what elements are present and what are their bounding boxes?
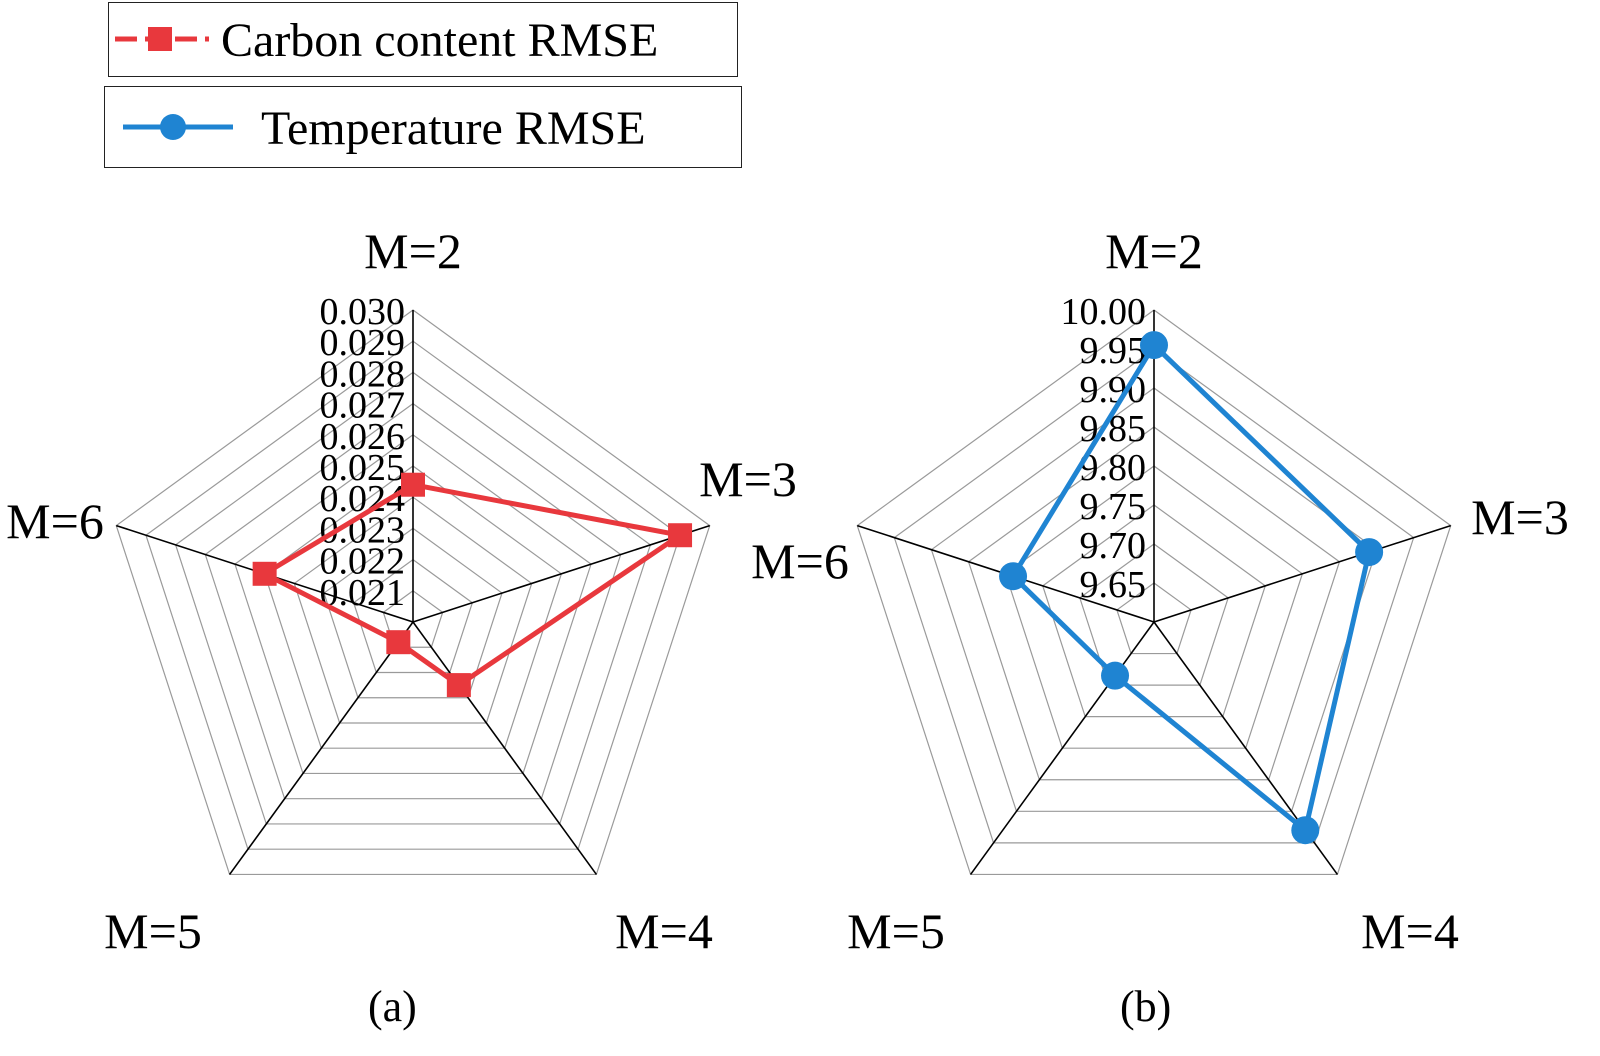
carbon-legend-swatch <box>115 27 209 51</box>
temperature-legend-label: Temperature RMSE <box>261 102 646 155</box>
carbon-legend-square-marker <box>148 27 172 51</box>
grid-ring <box>352 558 474 674</box>
data-point-circle <box>1140 331 1168 360</box>
axis-spoke <box>412 524 710 623</box>
tick-label: 0.030 <box>320 291 406 333</box>
axis-label: M=3 <box>1471 489 1569 545</box>
tick-label: 0.029 <box>320 322 406 364</box>
data-point-square <box>386 630 411 655</box>
tick-label: 0.025 <box>320 447 406 489</box>
axis-label: M=5 <box>847 903 945 959</box>
tick-label: 0.026 <box>320 416 406 458</box>
tick-label: 9.65 <box>1080 564 1147 606</box>
data-point-square <box>446 673 471 698</box>
tick-label: 9.75 <box>1080 486 1147 528</box>
data-point-circle <box>1101 661 1130 690</box>
axis-label: M=6 <box>6 493 104 549</box>
grid-ring <box>1116 582 1192 655</box>
grid-ring <box>263 465 563 749</box>
tick-label: 9.80 <box>1080 447 1147 489</box>
temperature-legend-swatch <box>123 114 233 140</box>
axis-spoke <box>1153 524 1451 623</box>
grid-ring <box>234 434 592 775</box>
axis-label: M=3 <box>699 451 797 507</box>
tick-label: 9.95 <box>1080 330 1147 372</box>
data-point-square <box>668 523 693 548</box>
axis-label: M=4 <box>615 903 713 959</box>
radar-chart-a: 0.0300.0290.0280.0270.0260.0250.0240.023… <box>6 223 797 959</box>
axis-spoke <box>412 621 598 875</box>
grid-ring <box>204 402 622 800</box>
series-line <box>262 482 683 688</box>
grid-ring <box>382 590 444 648</box>
axis-spoke <box>228 621 414 875</box>
grid-ring <box>293 496 533 724</box>
legend-carbon: Carbon content RMSE <box>108 2 738 77</box>
data-point-square <box>401 472 425 497</box>
tick-label: 0.022 <box>320 541 406 583</box>
legend-temperature: Temperature RMSE <box>104 86 742 168</box>
data-point-circle <box>1355 538 1384 567</box>
tick-label: 10.00 <box>1061 291 1147 333</box>
grid-ring <box>967 426 1341 781</box>
grid-ring <box>856 309 1452 876</box>
grid-ring <box>174 371 652 825</box>
axis-label: M=6 <box>751 533 849 589</box>
axis-label: M=5 <box>104 903 202 959</box>
panel-label-b: (b) <box>1120 982 1172 1031</box>
grid-ring <box>1079 543 1229 686</box>
temperature-legend-circle-marker <box>160 114 186 140</box>
tick-label: 0.028 <box>320 353 406 395</box>
axis-spoke <box>969 621 1155 875</box>
grid-ring <box>145 340 681 850</box>
panel-label-a: (a) <box>368 982 417 1031</box>
data-point-circle <box>999 562 1028 591</box>
data-point-circle <box>1291 816 1320 845</box>
grid-ring <box>115 309 711 876</box>
grid-ring <box>893 348 1415 844</box>
axis-label: M=4 <box>1361 903 1459 959</box>
carbon-legend-label: Carbon content RMSE <box>221 14 659 67</box>
tick-label: 0.027 <box>320 385 406 427</box>
series-line <box>1010 342 1372 833</box>
grid-ring <box>1004 465 1304 749</box>
data-point-square <box>252 561 277 586</box>
grid-ring <box>323 527 503 699</box>
grid-ring <box>1042 504 1266 718</box>
axis-label: M=2 <box>1105 223 1203 279</box>
tick-label: 9.70 <box>1080 525 1147 567</box>
axis-label: M=2 <box>364 223 462 279</box>
radar-chart-b: 10.009.959.909.859.809.759.709.65M=2M=3M… <box>751 223 1569 959</box>
